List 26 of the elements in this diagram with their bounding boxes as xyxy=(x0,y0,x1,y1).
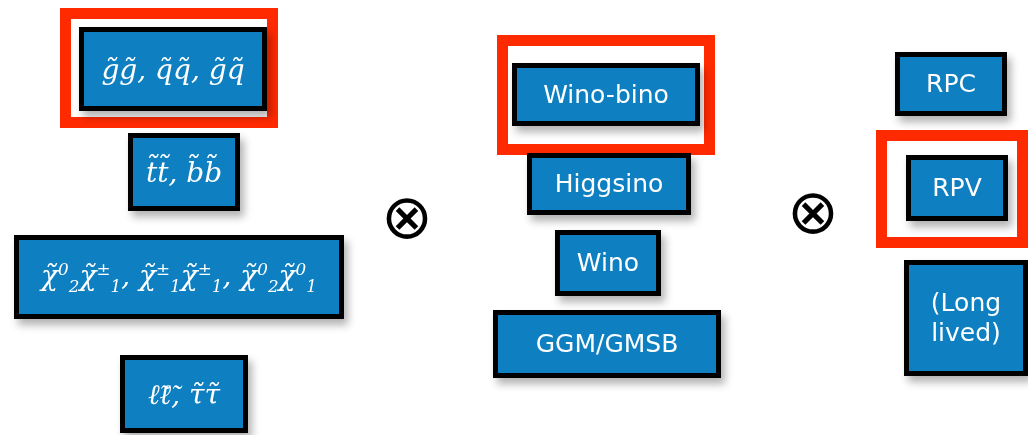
category-box xyxy=(79,27,267,111)
box-label: RPV xyxy=(932,173,982,203)
box-label: t̃t̃, b̃b̃ xyxy=(145,155,223,189)
tensor-product-symbol: ⊗ xyxy=(787,181,839,243)
highlight-frame xyxy=(60,8,278,128)
category-box xyxy=(895,52,1007,116)
tensor-product-symbol: ⊗ xyxy=(381,186,433,248)
category-box xyxy=(904,260,1028,376)
box-label: ℓ̃ℓ̃, τ̃τ̃ xyxy=(147,377,221,411)
box-label: Wino-bino xyxy=(543,79,669,110)
box-label: Wino xyxy=(576,248,640,278)
category-box xyxy=(128,133,240,211)
box-label: GGM/GMSB xyxy=(535,329,679,359)
category-box xyxy=(493,310,721,378)
box-label: RPC xyxy=(926,69,976,99)
box-label: (Long lived) xyxy=(929,288,1003,348)
category-box xyxy=(555,230,661,296)
category-box xyxy=(14,235,344,319)
category-box xyxy=(512,63,700,126)
category-box xyxy=(120,355,248,433)
box-label: g̃g̃, q̃q̃, g̃q̃ xyxy=(101,52,245,86)
category-box xyxy=(527,153,691,215)
category-box xyxy=(906,155,1008,221)
highlight-frame xyxy=(876,130,1028,248)
box-label: Higgsino xyxy=(554,169,664,199)
highlight-frame xyxy=(497,35,715,155)
